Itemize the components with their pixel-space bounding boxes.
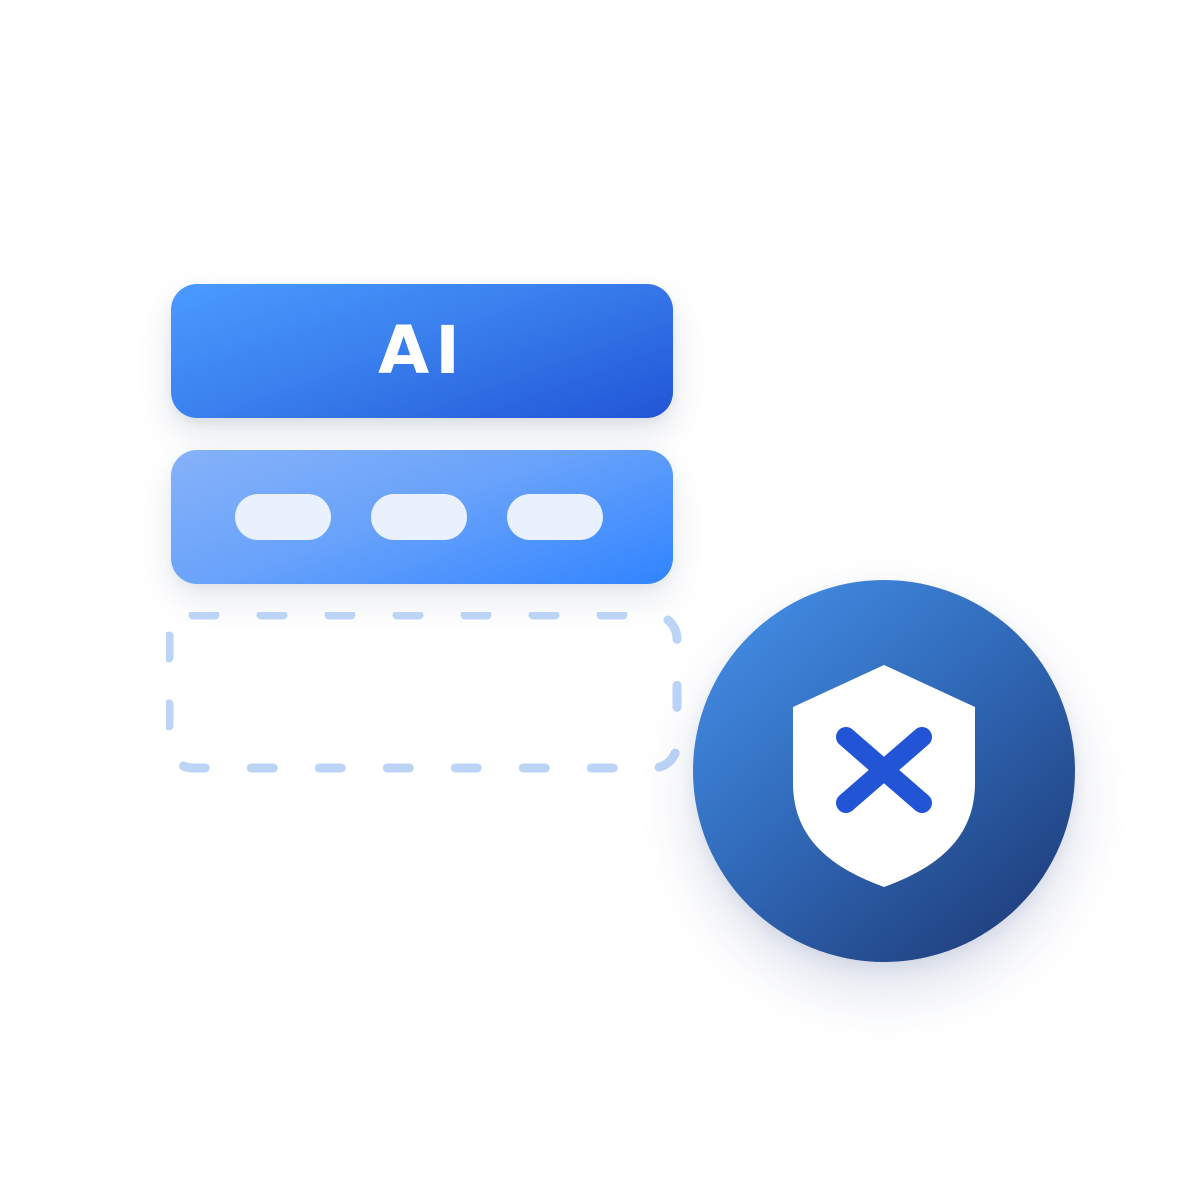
option-pill xyxy=(507,494,603,540)
cross-icon xyxy=(836,727,932,813)
ai-label: AI xyxy=(378,312,466,389)
shield-x-icon xyxy=(793,665,975,887)
blocked-badge xyxy=(693,580,1075,962)
options-card xyxy=(171,450,673,584)
option-pill xyxy=(371,494,467,540)
ai-card: AI xyxy=(171,284,673,418)
empty-slot-placeholder xyxy=(166,612,682,773)
option-pill xyxy=(235,494,331,540)
